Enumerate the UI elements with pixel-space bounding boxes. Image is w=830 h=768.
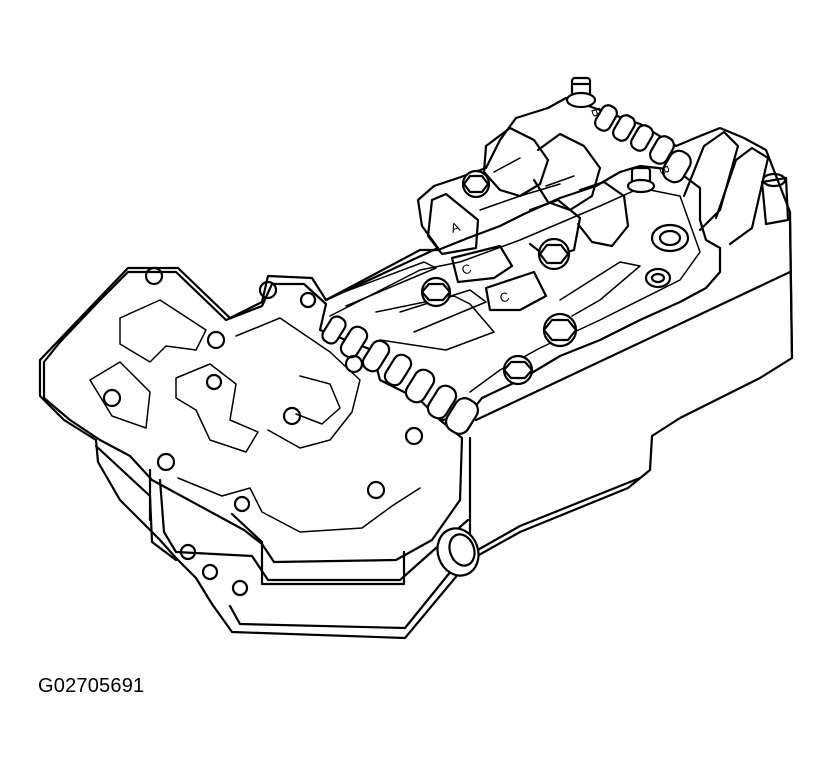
pocket-c1 — [450, 244, 514, 284]
end-plug-face — [448, 533, 476, 567]
deck-channel-1 — [343, 261, 437, 307]
plate-hole-15 — [231, 579, 249, 597]
plate-channel-5 — [295, 375, 341, 425]
plate-channel-4 — [89, 361, 151, 429]
plate-hole-6 — [205, 373, 223, 391]
plate-hole-2 — [258, 280, 278, 300]
rear-channel-a — [479, 157, 575, 211]
right-rib-2 — [714, 146, 770, 246]
deck-channel-4 — [559, 261, 641, 317]
port-2 — [644, 267, 672, 289]
plate-hole-1 — [144, 266, 164, 286]
plate-channel-2 — [175, 363, 259, 453]
rear-spool-valve — [594, 104, 692, 184]
port-1-inner — [658, 229, 682, 247]
plate-hole-5 — [102, 388, 122, 408]
rear-valve-bore-3 — [576, 180, 630, 248]
plate-channel-1 — [119, 299, 207, 363]
pocket-c2 — [484, 270, 548, 312]
label-a: A — [449, 219, 463, 236]
side-pipe-end — [761, 172, 787, 188]
plate-hole-3 — [206, 330, 226, 350]
plate-hole-10 — [404, 426, 424, 446]
plate-hole-13 — [179, 543, 197, 561]
pan-edge-lower — [228, 476, 642, 630]
plate-hole-4 — [299, 291, 317, 309]
separator-plate-rim — [158, 478, 470, 582]
valve-body-outer-outline — [38, 96, 794, 640]
rear-valve-bore-1 — [482, 126, 550, 198]
bolt-b-rear — [626, 166, 656, 194]
plate-hole-7 — [282, 406, 302, 426]
bolt-1 — [461, 169, 491, 199]
plate-hole-8 — [156, 452, 176, 472]
label-c-1: C — [460, 261, 474, 278]
plate-channel-3 — [235, 317, 361, 449]
port-1 — [650, 223, 690, 253]
bolt-5 — [502, 354, 534, 386]
bolt-2 — [537, 237, 571, 271]
bolt-top-rear — [565, 76, 597, 109]
front-spool-valve — [321, 315, 480, 435]
bolt-3 — [420, 276, 452, 308]
side-pipe — [760, 176, 790, 226]
front-block-step — [148, 468, 406, 586]
label-c-2: C — [498, 289, 512, 306]
plate-hole-9 — [344, 354, 364, 374]
pocket-a — [426, 192, 480, 256]
bolt-4 — [542, 312, 578, 348]
upper-deck-outline — [324, 164, 722, 422]
plate-hole-12 — [233, 495, 251, 513]
separator-plate — [42, 270, 464, 564]
figure-reference-code: G02705691 — [38, 675, 145, 697]
port-2-inner — [650, 272, 666, 284]
plate-channel-6 — [177, 477, 421, 533]
plate-hole-11 — [366, 480, 386, 500]
plate-hole-14 — [201, 563, 219, 581]
